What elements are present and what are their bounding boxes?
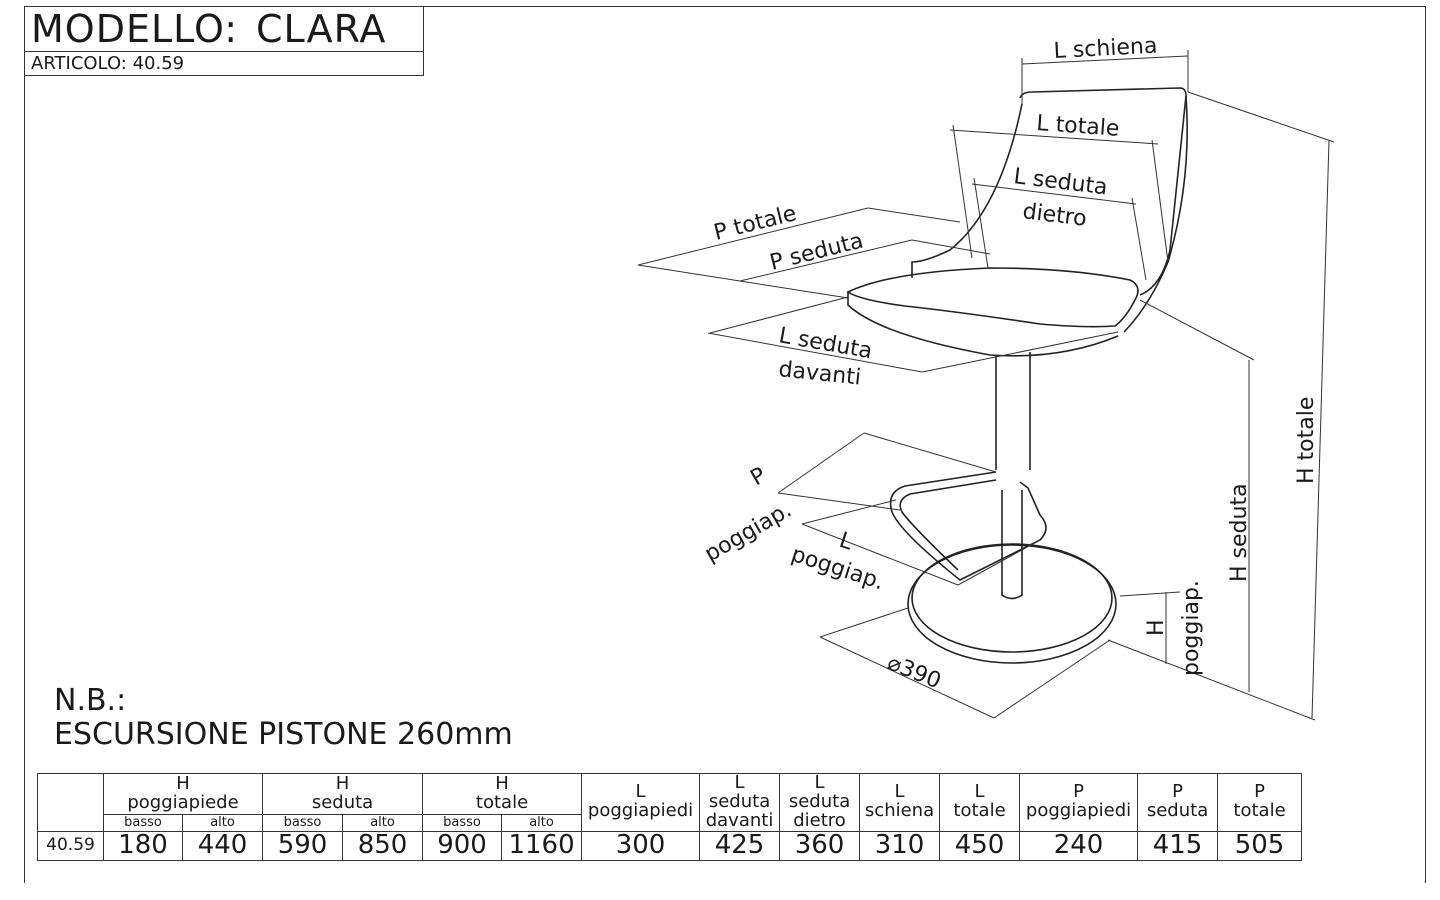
label-diameter: ⌀390 — [884, 650, 945, 694]
label-l-seduta-dietro-2: dietro — [1021, 199, 1088, 232]
label-h-poggiap-1: H — [1144, 619, 1169, 636]
label-l-seduta-davanti-2: davanti — [777, 357, 862, 391]
value-l-totale: 450 — [939, 830, 1021, 861]
label-h-poggiap-2: poggiap. — [1179, 580, 1204, 676]
value-l-seduta-davanti: 425 — [699, 830, 781, 861]
row-code: 40.59 — [37, 830, 104, 861]
value-p-seduta: 415 — [1137, 830, 1219, 861]
label-h-seduta: H seduta — [1227, 483, 1252, 582]
table-row: 40.59 180 440 590 850 900 1160 300 425 3… — [37, 830, 1303, 861]
notes-block: N.B.: ESCURSIONE PISTONE 260mm — [54, 684, 513, 752]
subheader-alto: alto — [342, 813, 424, 832]
footrest-ring — [889, 471, 1047, 581]
label-l-totale: L totale — [1036, 111, 1121, 142]
base-top — [911, 543, 1113, 653]
notes-text: ESCURSIONE PISTONE 260mm — [54, 717, 513, 752]
backrest-outline — [1019, 87, 1187, 296]
model-label: MODELLO: — [31, 7, 238, 51]
table-corner-cell — [37, 773, 104, 832]
label-p-poggiap-1: P — [747, 463, 771, 491]
diameter-value: 390 — [896, 655, 944, 694]
subheader-basso: basso — [262, 813, 344, 832]
title-block: MODELLO: CLARA ARTICOLO: 40.59 — [24, 6, 424, 76]
footrest-inner — [899, 479, 997, 571]
label-l-poggiap-1: L — [836, 528, 856, 556]
backrest-right-edge — [1123, 95, 1188, 333]
value-h-totale-alto: 1160 — [501, 830, 583, 861]
value-p-totale: 505 — [1217, 830, 1303, 861]
label-p-totale: P totale — [711, 201, 799, 246]
value-h-seduta-basso: 590 — [262, 830, 344, 861]
seat-base — [847, 292, 1119, 357]
value-l-schiena: 310 — [859, 830, 941, 861]
gas-column-upper — [995, 352, 1031, 470]
label-l-schiena: L schiena — [1053, 34, 1158, 64]
article-number: ARTICOLO: 40.59 — [25, 51, 423, 76]
backrest-inner — [911, 103, 1023, 278]
label-p-poggiap-2: poggiap. — [701, 498, 797, 568]
label-p-seduta: P seduta — [767, 229, 865, 276]
table-subheader-row: basso alto basso alto basso alto — [38, 813, 1302, 832]
seat-cushion — [846, 267, 1139, 328]
subheader-alto: alto — [181, 813, 264, 832]
value-l-seduta-dietro: 360 — [779, 830, 861, 861]
value-l-poggiapiedi: 300 — [581, 830, 701, 861]
subheader-alto: alto — [501, 813, 583, 832]
model-title: MODELLO: CLARA — [31, 7, 386, 51]
subheader-basso: basso — [103, 813, 183, 832]
dimension-lines — [637, 50, 1335, 721]
value-h-poggiapiede-basso: 180 — [103, 830, 183, 861]
sheet-frame — [24, 6, 1426, 883]
value-h-totale-basso: 900 — [422, 830, 503, 861]
notes-heading: N.B.: — [54, 683, 127, 718]
value-h-poggiapiede-alto: 440 — [181, 830, 264, 861]
gas-column-lower — [1001, 490, 1023, 600]
base-disc — [907, 544, 1117, 664]
model-name: CLARA — [256, 7, 387, 51]
label-h-totale: H totale — [1294, 397, 1319, 484]
dimension-labels: L schiena L totale L seduta dietro P tot… — [701, 34, 1320, 695]
value-h-seduta-alto: 850 — [342, 830, 424, 861]
value-p-poggiapiedi: 240 — [1019, 830, 1139, 861]
subheader-basso: basso — [422, 813, 503, 832]
stool-outline — [846, 87, 1188, 664]
